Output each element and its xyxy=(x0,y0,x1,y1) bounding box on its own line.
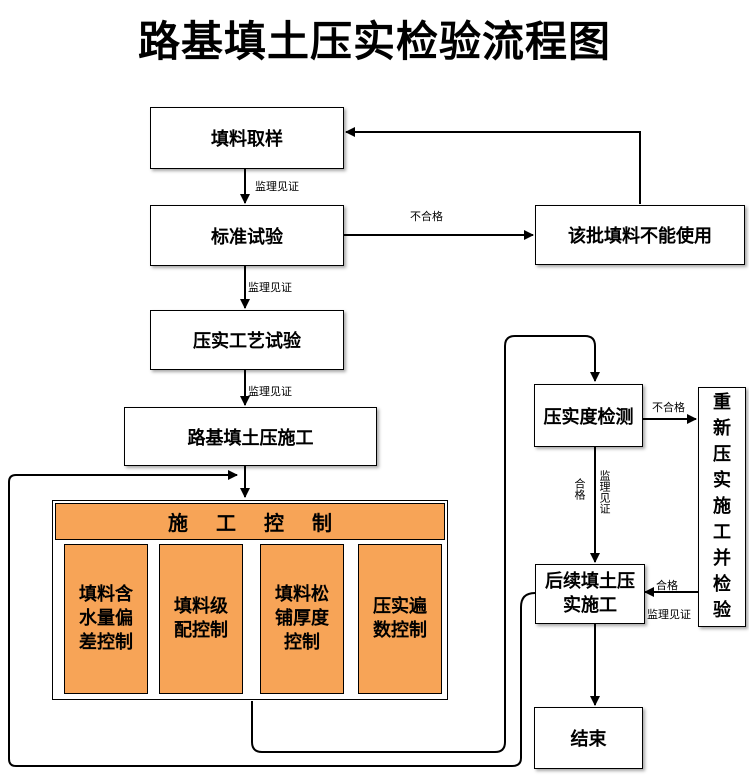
node-recompact: 重新压实施工并检验 xyxy=(698,387,746,627)
label-supervise-1: 监理见证 xyxy=(255,180,299,193)
page-title: 路基填土压实检验流程图 xyxy=(137,17,611,66)
label-pass-1: 合格 xyxy=(573,478,586,500)
node-standard-test: 标准试验 xyxy=(150,205,344,266)
label-pass-2: 合格 xyxy=(656,579,678,592)
arrow-unusable-to-sampling xyxy=(345,127,641,204)
arrow-nextfill-to-construction xyxy=(8,470,536,767)
node-recompact-label: 重新压实施工并检验 xyxy=(713,392,731,621)
control-item-gradation: 填料级配控制 xyxy=(159,544,243,694)
node-construction: 路基填土压施工 xyxy=(124,407,377,466)
label-supervise-5: 监理见证 xyxy=(647,608,691,621)
node-unusable: 该批填料不能使用 xyxy=(535,205,745,265)
node-sampling: 填料取样 xyxy=(150,107,344,169)
control-header: 施工控制 xyxy=(55,503,445,540)
node-density-check: 压实度检测 xyxy=(534,384,643,447)
node-end: 结束 xyxy=(534,707,643,769)
control-item-thickness: 填料松铺厚度控制 xyxy=(260,544,344,694)
control-item-moisture: 填料含水量偏差控制 xyxy=(64,544,148,694)
label-supervise-2: 监理见证 xyxy=(248,281,292,294)
control-item-passes: 压实遍数控制 xyxy=(358,544,442,694)
node-compaction-trial: 压实工艺试验 xyxy=(150,310,344,370)
arrow-control-to-density xyxy=(251,335,600,753)
label-fail-1: 不合格 xyxy=(410,210,443,223)
label-supervise-4: 监理见证 xyxy=(598,470,611,514)
control-group: 施工控制 填料含水量偏差控制 填料级配控制 填料松铺厚度控制 压实遍数控制 xyxy=(52,500,448,700)
label-fail-2: 不合格 xyxy=(652,401,685,414)
node-next-fill: 后续填土压实施工 xyxy=(535,564,645,624)
label-supervise-3: 监理见证 xyxy=(248,385,292,398)
